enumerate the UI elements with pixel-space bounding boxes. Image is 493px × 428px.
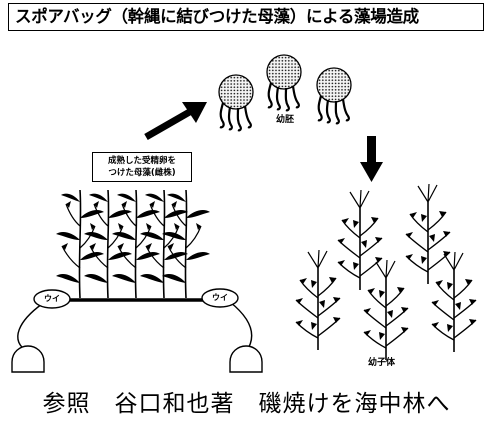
arrow-to-embryo <box>144 102 207 141</box>
reference-caption: 参照 谷口和也著 磯焼けを海中林へ <box>42 391 451 417</box>
mother-algae-label-line1: 成熟した受精卵を <box>107 156 176 166</box>
float-right-label: ウイ <box>212 293 228 302</box>
mother-algae-label-line2: つけた母藻(雌株) <box>108 168 176 178</box>
mother-algae-label: 成熟した受精卵を つけた母藻(雌株) <box>92 152 192 182</box>
young-plant-label: 幼子体 <box>368 358 396 368</box>
young-plants <box>295 183 477 361</box>
diagram-title: スポアバッグ（幹縄に結びつけた母藻）による藻場造成 <box>8 3 484 31</box>
juvenile-label: 幼胚 <box>276 115 295 125</box>
spore-bag-rope <box>11 189 263 373</box>
float-left-label: ウイ <box>44 294 60 303</box>
arrow-down <box>360 136 383 182</box>
